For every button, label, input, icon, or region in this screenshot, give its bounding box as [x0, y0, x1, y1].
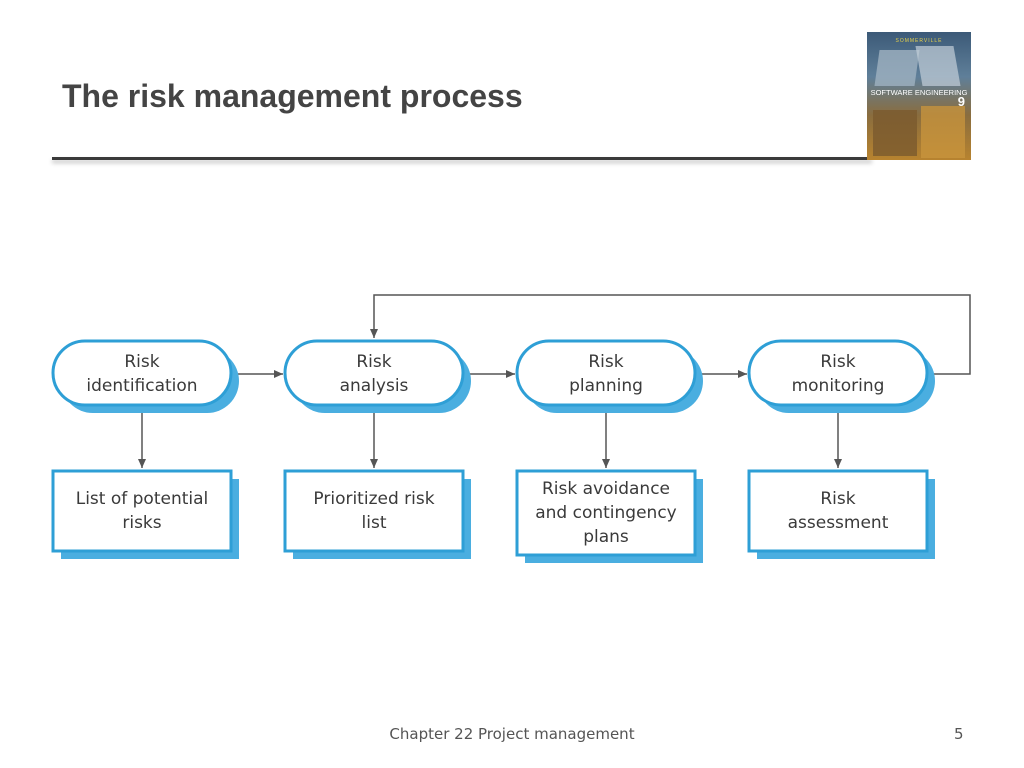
output-box-label-line: plans [583, 527, 629, 547]
output-box-label-line: and contingency [535, 503, 677, 523]
output-box-label-line: Risk [820, 489, 855, 509]
connectors [138, 294, 971, 468]
feedback-loop-arrow [370, 294, 971, 375]
output-box: Risk avoidance and contingency plans [515, 469, 703, 563]
book-cover-image: SOMMERVILLE SOFTWARE ENGINEERING 9 [867, 32, 971, 160]
process-step-label-line: planning [569, 376, 643, 396]
process-step-label-line: Risk [588, 352, 623, 372]
process-step-label-line: monitoring [792, 376, 885, 396]
title-divider [52, 157, 872, 160]
output-box: Risk assessment [747, 469, 935, 559]
process-step-label-line: identification [86, 376, 197, 396]
output-box-label-line: list [362, 513, 387, 533]
process-step: Risk identification [51, 339, 239, 413]
output-box-shape [51, 469, 233, 553]
output-box: Prioritized risk list [283, 469, 471, 559]
process-step-label-line: Risk [356, 352, 391, 372]
page-number: 5 [954, 725, 964, 743]
book-cover-edition: 9 [957, 94, 965, 109]
output-box-label-line: Prioritized risk [313, 489, 434, 509]
slide-title: The risk management process [62, 78, 523, 114]
process-step-shape [51, 339, 233, 407]
output-box-label-line: List of potential [76, 489, 209, 509]
book-cover-title: SOFTWARE ENGINEERING [870, 88, 968, 97]
process-step-shape [747, 339, 929, 407]
process-step: Risk planning [515, 339, 703, 413]
output-box-label-line: Risk avoidance [542, 479, 670, 499]
output-box-shape [747, 469, 929, 553]
process-step-shape [283, 339, 465, 407]
output-box-label-line: risks [122, 513, 161, 533]
output-box: List of potential risks [51, 469, 239, 559]
process-step: Risk analysis [283, 339, 471, 413]
nodes: RiskidentificationRiskanalysisRiskplanni… [51, 339, 935, 563]
output-box-shape [515, 469, 697, 557]
output-box-shape [283, 469, 465, 553]
process-step-label-line: analysis [340, 376, 409, 396]
process-step-shape [515, 339, 697, 407]
slide-footer: Chapter 22 Project management [389, 725, 635, 743]
process-step-label-line: Risk [124, 352, 159, 372]
process-step: Risk monitoring [747, 339, 935, 413]
output-box-label-line: assessment [788, 513, 889, 533]
process-step-label-line: Risk [820, 352, 855, 372]
book-cover-author: SOMMERVILLE [895, 38, 943, 44]
